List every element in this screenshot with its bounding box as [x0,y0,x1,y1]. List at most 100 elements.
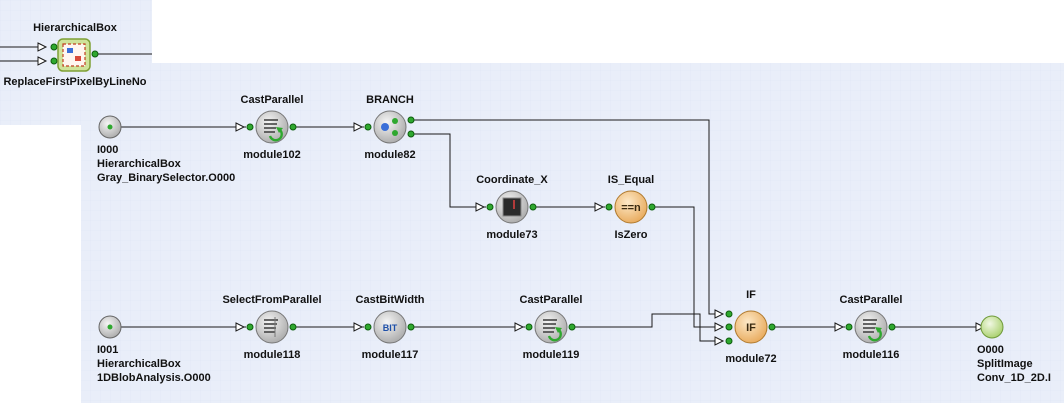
output-node-icon [980,315,1004,339]
module-body [534,310,568,344]
output-port[interactable] [888,323,896,331]
coordinate-icon [502,197,522,217]
output-node-o000[interactable]: O000 SplitImage Conv_1D_2D.I [975,315,1051,384]
wire [414,119,717,315]
output-port[interactable] [91,50,99,58]
output-port-label: O000 [977,344,1004,356]
arrow-icon [353,122,364,132]
module-icon-text: ==n [621,202,641,214]
arrow-icon [714,309,725,319]
arrow-icon [235,122,246,132]
output-target-label: Conv_1D_2D.I [977,372,1051,384]
input-port[interactable] [725,310,733,318]
input-port[interactable] [525,323,533,331]
wires [121,119,976,342]
module-name-label: IsZero [614,229,647,241]
module-node-m73[interactable]: Coordinate_X module73 [475,174,548,241]
output-target-label: SplitImage [977,358,1033,370]
module-nodes: CastParallel module102 BRANCH module82Coord… [222,94,902,365]
module-node-m117[interactable]: BIT CastBitWidth module117 [353,294,425,361]
module-name-label: module117 [362,349,419,361]
module-name-label: module82 [364,149,415,161]
input-source-label: 1DBlobAnalysis.O000 [97,372,211,384]
input-node-dot [107,324,113,330]
module-type-label: BRANCH [366,94,414,106]
module-type-label: IS_Equal [608,174,654,186]
input-port[interactable] [725,337,733,345]
module-name-label: module72 [725,353,776,365]
output-port[interactable] [407,323,415,331]
hierarchical-box-icon-inner [62,43,86,67]
input-port[interactable] [725,323,733,331]
module-body [854,310,888,344]
arrow-icon [353,322,364,332]
output-port[interactable] [568,323,576,331]
parent-hierarchical-box[interactable]: HierarchicalBox ReplaceFirstPixelByLineN… [0,22,152,88]
input-port[interactable] [364,123,372,131]
arrow-icon [714,322,725,332]
input-port-label: I000 [97,144,118,156]
input-node-i000[interactable]: I000 HierarchicalBox Gray_BinarySelector… [97,115,235,184]
output-port[interactable] [407,130,415,138]
module-name-label: module116 [843,349,900,361]
cast-parallel-icon [264,119,283,142]
input-port[interactable] [50,57,58,65]
input-port[interactable] [605,203,613,211]
module-node-m82[interactable]: BRANCH module82 [353,94,416,161]
input-node-dot [107,124,113,130]
arrow-icon [37,56,48,66]
module-type-label: CastParallel [520,294,583,306]
module-type-label: CastParallel [840,294,903,306]
bit-icon: BIT [383,323,398,333]
module-type-label: CastParallel [241,94,304,106]
input-port[interactable] [246,123,254,131]
input-port[interactable] [486,203,494,211]
module-type-label: CastBitWidth [356,294,425,306]
output-port[interactable] [407,116,415,124]
wire [414,133,486,208]
module-name-label: module73 [486,229,537,241]
output-port[interactable] [768,323,776,331]
module-node-m102[interactable]: CastParallel module102 [235,94,304,161]
hierarchical-box-icon-part [75,56,81,61]
arrow-icon [714,336,725,346]
module-body [373,310,407,344]
output-port[interactable] [529,203,537,211]
module-icon-text: BIT [383,323,398,333]
module-body [255,310,289,344]
input-node-i001[interactable]: I001 HierarchicalBox 1DBlobAnalysis.O000 [97,315,211,384]
output-port[interactable] [289,323,297,331]
input-source-label: Gray_BinarySelector.O000 [97,172,235,184]
module-node-m116[interactable]: CastParallel module116 [834,294,903,361]
input-port[interactable] [364,323,372,331]
arrow-icon [235,322,246,332]
select-parallel-icon [264,317,278,337]
input-port[interactable] [845,323,853,331]
arrow-icon [475,202,486,212]
hierarchical-box-icon-part [67,48,73,53]
equal-icon: ==n [621,202,641,214]
arrow-icon [37,42,48,52]
arrow-icon [834,322,845,332]
input-port[interactable] [246,323,254,331]
output-port[interactable] [648,203,656,211]
input-source-label: HierarchicalBox [97,358,182,370]
branch-icon [381,118,398,136]
module-type-label: Coordinate_X [476,174,548,186]
module-name-label: module118 [244,349,301,361]
input-port[interactable] [50,43,58,51]
module-name-label: module102 [243,149,300,161]
module-body [373,110,407,144]
module-body [255,110,289,144]
cast-parallel-icon [863,319,882,342]
wire [655,206,717,328]
output-port[interactable] [289,123,297,131]
block-name-label: ReplaceFirstPixelByLineNo [3,76,146,88]
module-body [614,190,648,224]
input-source-label: HierarchicalBox [97,158,182,170]
